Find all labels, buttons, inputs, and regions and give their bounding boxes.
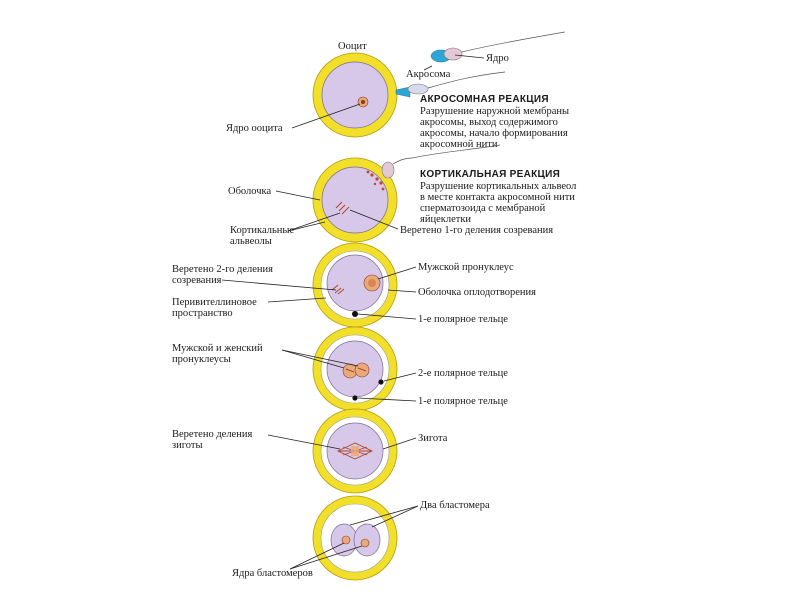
acrosome-reaction-line3: акросомы, начало формирования	[420, 128, 568, 139]
polar-body-1	[352, 311, 358, 317]
cortical-reaction-line1: Разрушение кортикальных альвеол	[420, 181, 576, 192]
polar-body-2-label: 2-е полярное тельце	[418, 368, 508, 379]
cortical-alveoli-label-1: Кортикальные	[230, 225, 294, 236]
acrosome-label: Акросома	[406, 69, 451, 80]
cortical-reaction-title: КОРТИКАЛЬНАЯ РЕАКЦИЯ	[420, 169, 560, 180]
two-blastomeres-label: Два бластомера	[420, 500, 490, 511]
stage-zygote	[312, 408, 398, 494]
polar-body-1	[352, 395, 358, 401]
cortical-reaction-line3: сперматозоида с мембраной	[420, 203, 546, 214]
spindle-1-label: Веретено 1-го деления созревания	[400, 225, 553, 236]
acrosome-reaction-line2: акросомы, выход содержимого	[420, 117, 558, 128]
polar-body-1-label: 1-е полярное тельце	[418, 314, 508, 325]
spindle-2-label-2: созревания	[172, 275, 222, 286]
acrosome-reaction-line1: Разрушение наружной мембраны	[420, 106, 569, 117]
male-pronucleus-inner	[368, 279, 376, 287]
stage-blastomeres	[312, 495, 398, 581]
oocyte-nucleolus	[361, 100, 365, 104]
polar-body-1-label-b: 1-е полярное тельце	[418, 396, 508, 407]
zygote-spindle-label-1: Веретено деления	[172, 429, 252, 440]
perivitelline-label-1: Перивителлиновое	[172, 297, 257, 308]
perivitelline-label-2: пространство	[172, 308, 233, 319]
polar-body-2	[378, 379, 384, 385]
blastomere-nucleus-right	[360, 538, 370, 548]
fertilization-membrane-label: Оболочка оплодотворения	[418, 287, 536, 298]
spindle-2	[331, 284, 345, 295]
blastomere-nuclei-label: Ядра бластомеров	[232, 568, 313, 579]
cortical-alveoli	[366, 170, 385, 191]
stage-pronucleus	[312, 242, 398, 328]
membrane-label: Оболочка	[228, 186, 271, 197]
pronuclei-label-2: пронуклеусы	[172, 354, 231, 365]
sperm-penetrating	[381, 144, 501, 179]
stage-pronuclei	[312, 326, 398, 412]
stage-cortical	[312, 144, 501, 243]
blastomere-nucleus-left	[341, 535, 351, 545]
spindle-1	[335, 201, 350, 215]
sperm-nucleus-label: Ядро	[486, 53, 509, 64]
zygote-spindle-label-2: зиготы	[172, 440, 203, 451]
acrosome-reaction-line4: акросомной нити	[420, 139, 498, 150]
zygote-label: Зигота	[418, 433, 448, 444]
male-pronucleus-label: Мужской пронуклеус	[418, 262, 514, 273]
spindle-2-label-1: Веретено 2-го деления	[172, 264, 273, 275]
acrosome-reaction-title: АКРОСОМНАЯ РЕАКЦИЯ	[420, 94, 549, 105]
cortical-reaction-line4: яйцеклетки	[420, 214, 471, 225]
female-pronucleus	[354, 362, 370, 378]
cortical-alveoli-label-2: альвеолы	[230, 236, 272, 247]
oocyte-nucleus-label: Ядро ооцита	[226, 123, 283, 134]
sperm-free	[430, 31, 566, 63]
sperm-contacting	[395, 71, 506, 98]
cortical-reaction-line2: в месте контакта акросомной нити	[420, 192, 575, 203]
oocyte-title: Ооцит	[338, 41, 367, 52]
oocyte-cytoplasm	[321, 61, 389, 129]
oocyte-cytoplasm	[321, 166, 389, 234]
pronuclei-label-1: Мужской и женский	[172, 343, 263, 354]
